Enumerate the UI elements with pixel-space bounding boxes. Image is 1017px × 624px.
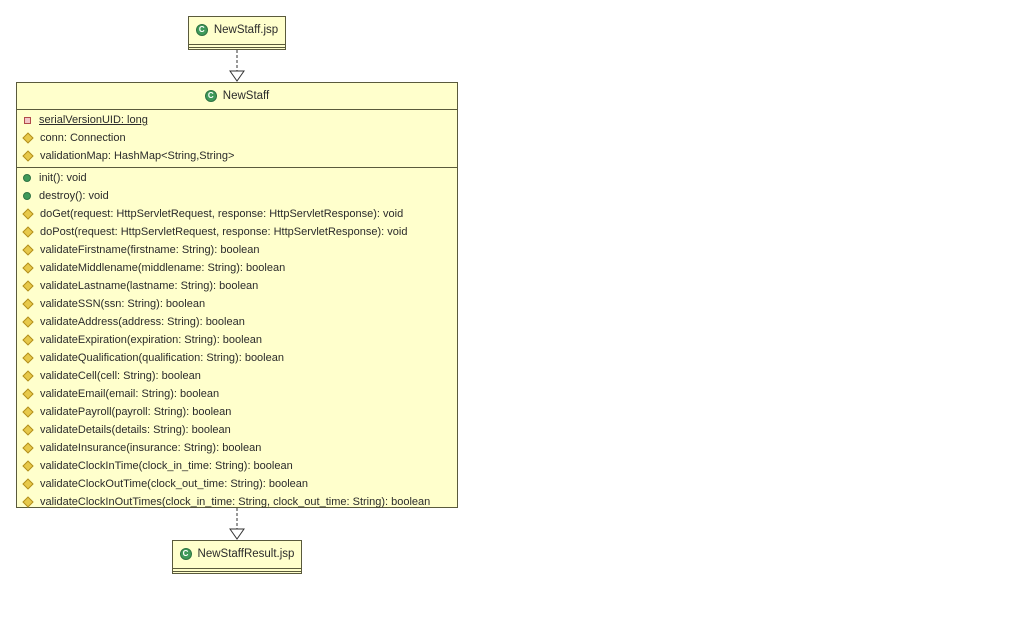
dependency-arrowhead-top — [229, 70, 245, 82]
method-row-text: doGet(request: HttpServletRequest, respo… — [40, 208, 404, 220]
method-row[interactable]: validateExpiration(expiration: String): … — [17, 331, 457, 349]
methods-section: init(): void destroy(): void doGet(request… — [17, 167, 457, 513]
method-row-text: validateQualification(qualification: Str… — [40, 352, 284, 364]
class-icon: C — [179, 548, 192, 560]
attribute-row-text: serialVersionUID: long — [39, 114, 148, 126]
method-row[interactable]: validateLastname(lastname: String): bool… — [17, 277, 457, 295]
method-row[interactable]: validateQualification(qualification: Str… — [17, 349, 457, 367]
method-row[interactable]: doPost(request: HttpServletRequest, resp… — [17, 223, 457, 241]
method-row-text: validateMiddlename(middlename: String): … — [40, 262, 286, 274]
empty-methods-divider — [173, 571, 301, 572]
method-row[interactable]: validateClockInTime(clock_in_time: Strin… — [17, 457, 457, 475]
method-row[interactable]: validateDetails(details: String): boolea… — [17, 421, 457, 439]
method-row-text: doPost(request: HttpServletRequest, resp… — [40, 226, 408, 238]
class-header: C NewStaff.jsp — [189, 17, 285, 43]
class-box-newstaff-jsp[interactable]: C NewStaff.jsp — [188, 16, 286, 50]
class-name: NewStaffResult.jsp — [197, 548, 295, 560]
method-row-text: validateExpiration(expiration: String): … — [40, 334, 262, 346]
method-row-text: validateCell(cell: String): boolean — [40, 370, 201, 382]
public-visibility-icon — [23, 174, 31, 182]
method-row-text: validateSSN(ssn: String): boolean — [40, 298, 206, 310]
class-box-newstaff[interactable]: C NewStaff serialVersionUID: long conn: C… — [16, 82, 458, 508]
class-icon: C — [204, 90, 217, 102]
method-row[interactable]: validateClockOutTime(clock_out_time: Str… — [17, 475, 457, 493]
attribute-row-text: conn: Connection — [40, 132, 126, 144]
method-row[interactable]: validateAddress(address: String): boolea… — [17, 313, 457, 331]
method-row[interactable]: doGet(request: HttpServletRequest, respo… — [17, 205, 457, 223]
method-row[interactable]: init(): void — [17, 169, 457, 187]
empty-attributes-divider — [189, 44, 285, 45]
method-row[interactable]: validateInsurance(insurance: String): bo… — [17, 439, 457, 457]
class-icon: C — [195, 24, 208, 36]
empty-attributes-divider — [173, 568, 301, 569]
empty-methods-divider — [189, 47, 285, 48]
attribute-row[interactable]: serialVersionUID: long — [17, 111, 457, 129]
attribute-row-text: validationMap: HashMap<String,String> — [40, 150, 235, 162]
class-header: C NewStaff — [17, 83, 457, 109]
class-header: C NewStaffResult.jsp — [173, 541, 301, 567]
method-row-text: validateClockInTime(clock_in_time: Strin… — [40, 460, 293, 472]
attribute-row[interactable]: validationMap: HashMap<String,String> — [17, 147, 457, 165]
method-row-text: init(): void — [39, 172, 87, 184]
method-row[interactable]: validateFirstname(firstname: String): bo… — [17, 241, 457, 259]
method-row[interactable]: validateEmail(email: String): boolean — [17, 385, 457, 403]
attributes-section: serialVersionUID: long conn: Connection va… — [17, 109, 457, 167]
class-box-newstaffresult-jsp[interactable]: C NewStaffResult.jsp — [172, 540, 302, 574]
class-name: NewStaff.jsp — [213, 24, 279, 36]
method-row[interactable]: validateCell(cell: String): boolean — [17, 367, 457, 385]
method-row[interactable]: validateSSN(ssn: String): boolean — [17, 295, 457, 313]
method-row-text: validateEmail(email: String): boolean — [40, 388, 220, 400]
method-row[interactable]: destroy(): void — [17, 187, 457, 205]
method-row-text: validateLastname(lastname: String): bool… — [40, 280, 259, 292]
method-row-text: validateFirstname(firstname: String): bo… — [40, 244, 260, 256]
method-row-text: validateClockOutTime(clock_out_time: Str… — [40, 478, 308, 490]
method-row-text: validateClockInOutTimes(clock_in_time: S… — [40, 496, 431, 508]
private-visibility-icon — [24, 116, 31, 124]
method-row-text: validateDetails(details: String): boolea… — [40, 424, 231, 436]
attribute-row[interactable]: conn: Connection — [17, 129, 457, 147]
public-visibility-icon — [23, 192, 31, 200]
method-row-text: validateAddress(address: String): boolea… — [40, 316, 245, 328]
class-name: NewStaff — [222, 90, 270, 102]
dependency-arrowhead-bottom — [229, 528, 245, 540]
method-row-text: validateInsurance(insurance: String): bo… — [40, 442, 262, 454]
method-row[interactable]: validateMiddlename(middlename: String): … — [17, 259, 457, 277]
method-row-text: validatePayroll(payroll: String): boolea… — [40, 406, 232, 418]
method-row[interactable]: validatePayroll(payroll: String): boolea… — [17, 403, 457, 421]
method-row-text: destroy(): void — [39, 190, 109, 202]
method-row[interactable]: validateClockInOutTimes(clock_in_time: S… — [17, 493, 457, 511]
